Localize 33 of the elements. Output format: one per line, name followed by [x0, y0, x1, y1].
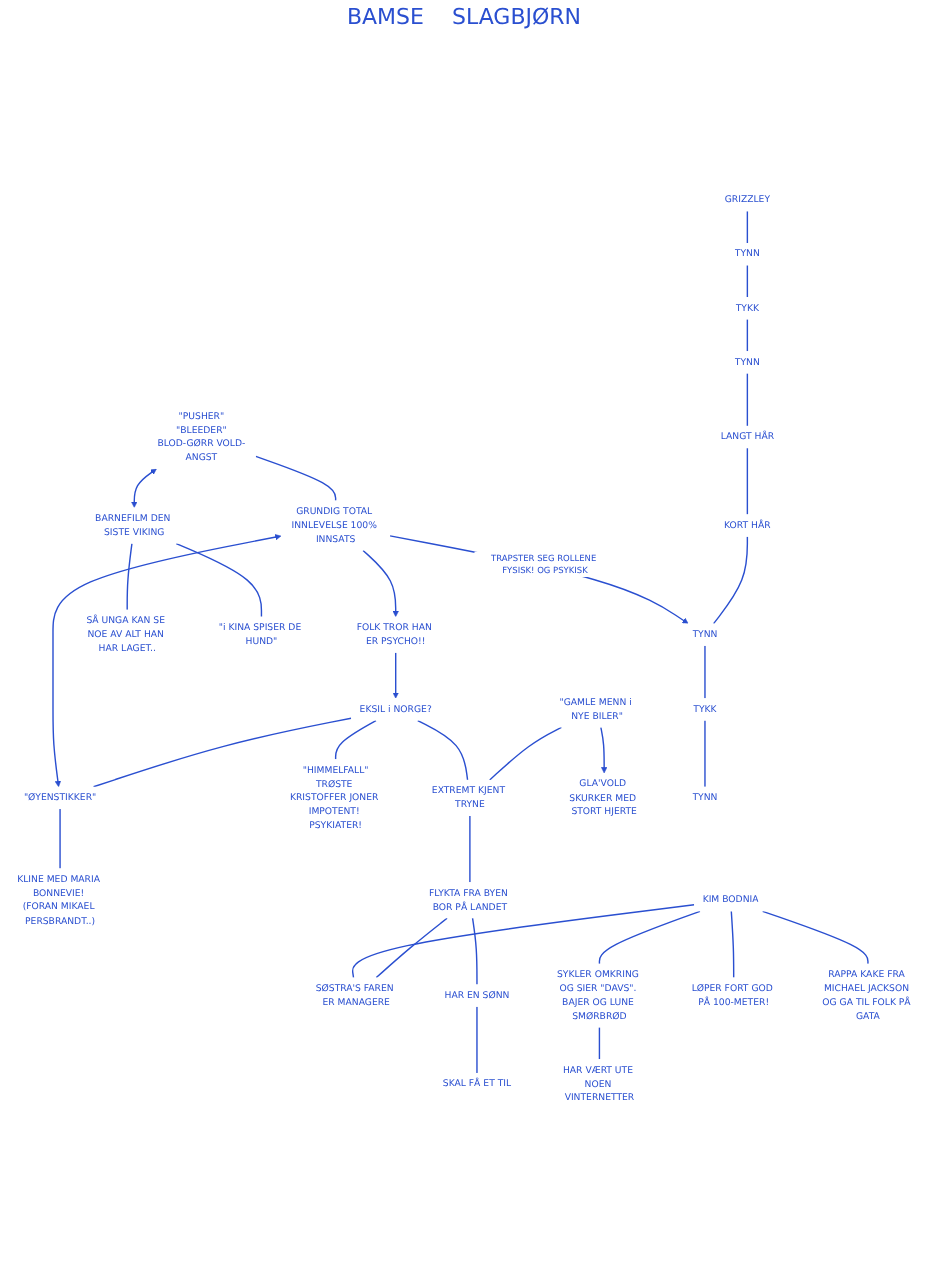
connector: [598, 1026, 601, 1060]
connector: [417, 719, 469, 781]
connector: [126, 542, 133, 611]
arrow: [392, 652, 399, 699]
connector: [746, 264, 749, 298]
arrow: [389, 535, 689, 624]
note-text: BAMSE: [346, 4, 424, 30]
arrow: [362, 549, 399, 617]
connector: [471, 917, 478, 986]
note-text: SLAGBJØRN: [451, 4, 582, 30]
connector: [746, 447, 749, 516]
connector: [730, 910, 735, 979]
connector: [351, 904, 695, 979]
connector: [59, 808, 61, 870]
connector: [704, 645, 706, 699]
connector: [761, 910, 869, 965]
connector: [704, 719, 706, 788]
connector: [92, 717, 352, 788]
arrow: [600, 726, 608, 774]
connector: [175, 542, 263, 618]
connector: [598, 910, 701, 965]
connector: [746, 372, 749, 427]
connector: [489, 726, 563, 781]
connector: [334, 719, 377, 760]
connector: [255, 455, 337, 502]
connector: [469, 815, 471, 883]
connector: [746, 210, 749, 244]
connector: [712, 535, 749, 625]
connector: [375, 917, 448, 979]
arrow: [52, 534, 282, 788]
connector: [476, 1006, 478, 1074]
connector: [746, 318, 749, 352]
arrow: [131, 468, 157, 508]
